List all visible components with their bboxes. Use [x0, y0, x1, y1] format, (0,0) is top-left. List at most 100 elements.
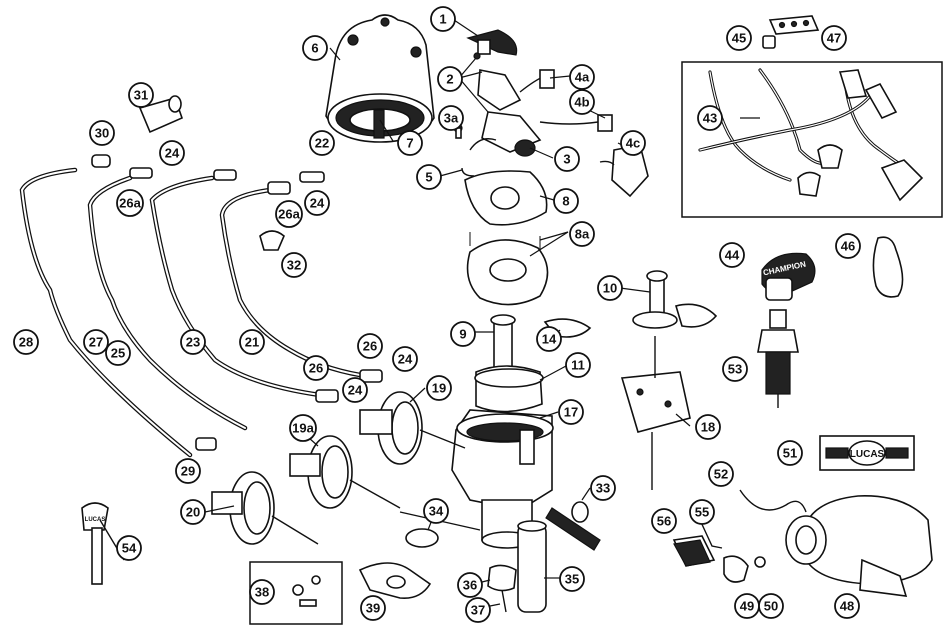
callout-number: 4b [574, 95, 589, 110]
callout-48: 48 [834, 593, 860, 619]
callout-circle [430, 6, 456, 32]
callout-20: 20 [180, 499, 206, 525]
callout-circle [180, 499, 206, 525]
callout-17: 17 [558, 399, 584, 425]
callout-circle [281, 252, 307, 278]
accessory-parts [757, 15, 904, 408]
callout-circle [392, 346, 418, 372]
distributor-cap [325, 14, 435, 143]
lower-small-parts [81, 501, 601, 625]
lucas-badge [819, 435, 915, 471]
callout-49: 49 [734, 593, 760, 619]
callout-number: 3 [563, 152, 570, 167]
callout-45: 45 [726, 25, 752, 51]
callout-circle [569, 89, 595, 115]
callout-circle [309, 130, 335, 156]
callout-19: 19 [426, 375, 452, 401]
callout-50: 50 [758, 593, 784, 619]
ignition-coil [672, 489, 933, 597]
callout-number: 31 [134, 88, 148, 103]
callout-number: 1 [439, 12, 446, 27]
callout-26a: 26a [275, 200, 303, 228]
callout-number: 22 [315, 136, 329, 151]
callout-circle [558, 399, 584, 425]
callout-circle [239, 329, 265, 355]
callout-circle [438, 105, 464, 131]
callout-44: 44 [719, 242, 745, 268]
callout-26: 26 [357, 333, 383, 359]
callout-circle [777, 440, 803, 466]
callout-number: 8a [575, 227, 590, 242]
callout-number: 8 [562, 194, 569, 209]
callout-circle [89, 120, 115, 146]
callout-number: 4a [575, 70, 590, 85]
callout-number: 26 [363, 339, 377, 354]
callout-number: 21 [245, 335, 259, 350]
callout-35: 35 [559, 566, 585, 592]
callout-number: 27 [89, 335, 103, 350]
callout-number: 4c [626, 136, 640, 151]
vacuum-pipes [19, 95, 383, 458]
callout-56: 56 [651, 508, 677, 534]
callout-31: 31 [128, 82, 154, 108]
callout-circle [620, 130, 646, 156]
callout-number: 49 [740, 599, 754, 614]
callout-number: 7 [406, 136, 413, 151]
key-brand-text: LUCAS [85, 517, 106, 523]
callout-number: 43 [703, 111, 717, 126]
callout-54: 54 [116, 535, 142, 561]
callout-32: 32 [281, 252, 307, 278]
callout-10: 10 [597, 275, 623, 301]
callout-18: 18 [695, 414, 721, 440]
callout-24: 24 [304, 190, 330, 216]
callout-circle [437, 66, 463, 92]
callout-8a: 8a [569, 221, 595, 247]
callout-circle [116, 535, 142, 561]
callout-number: 14 [542, 332, 557, 347]
callout-number: 26a [278, 207, 300, 222]
callout-38: 38 [249, 579, 275, 605]
base-plate [464, 170, 549, 306]
callout-14: 14 [536, 326, 562, 352]
callout-number: 35 [565, 572, 579, 587]
callout-1: 1 [430, 6, 456, 32]
callout-circle [180, 329, 206, 355]
callout-number: 47 [827, 31, 841, 46]
callout-24: 24 [392, 346, 418, 372]
callout-circle [249, 579, 275, 605]
callout-25: 25 [105, 340, 131, 366]
contact-breaker-parts [453, 52, 649, 198]
callout-circle [565, 352, 591, 378]
callout-circle [597, 275, 623, 301]
callout-circle [303, 355, 329, 381]
callout-circle [834, 593, 860, 619]
callout-43: 43 [697, 105, 723, 131]
callout-11: 11 [565, 352, 591, 378]
drive-shaft-assembly [474, 270, 718, 413]
callout-number: 24 [165, 146, 180, 161]
callout-29: 29 [175, 458, 201, 484]
callout-28: 28 [13, 329, 39, 355]
callout-circle [304, 190, 330, 216]
callout-number: 25 [111, 346, 125, 361]
callout-circle [13, 329, 39, 355]
callout-53: 53 [722, 356, 748, 382]
callout-circle [758, 593, 784, 619]
callout-number: 50 [764, 599, 778, 614]
callout-circle [689, 499, 715, 525]
callout-number: 17 [564, 405, 578, 420]
callout-47: 47 [821, 25, 847, 51]
callout-4a: 4a [569, 64, 595, 90]
callout-circle [116, 189, 144, 217]
callout-3a: 3a [438, 105, 464, 131]
callout-circle [536, 326, 562, 352]
callout-8: 8 [553, 188, 579, 214]
callout-number: 28 [19, 335, 33, 350]
vacuum-advance-units [211, 391, 466, 545]
callout-number: 5 [425, 170, 432, 185]
callout-7: 7 [397, 130, 423, 156]
callout-circle [708, 461, 734, 487]
callout-circle [697, 105, 723, 131]
callout-4c: 4c [620, 130, 646, 156]
callout-circle [360, 595, 386, 621]
